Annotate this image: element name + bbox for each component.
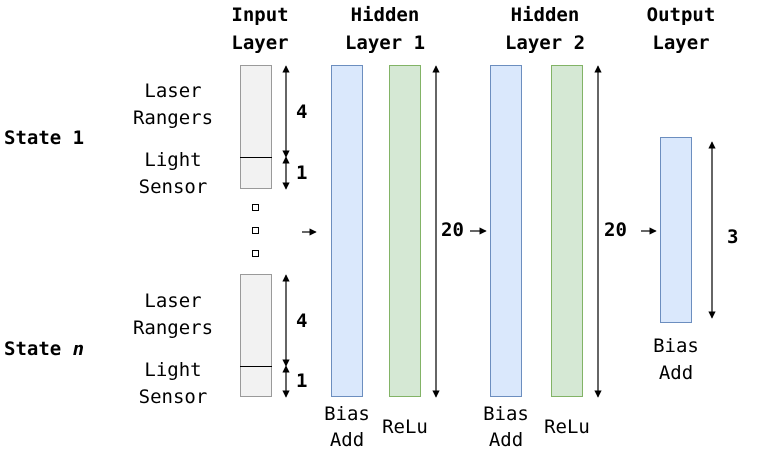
header-output-line1: Output <box>646 4 716 26</box>
input-vector-state-1 <box>240 65 272 189</box>
hidden-1-size: 20 <box>441 219 464 241</box>
hidden-2-add-line: Add <box>488 429 524 451</box>
header-hidden-1-line2: Layer 1 <box>344 32 426 54</box>
ellipsis-dot-1 <box>252 204 259 211</box>
hidden-2-bias-add-block <box>490 65 522 397</box>
header-hidden-1-line1: Hidden <box>350 4 420 26</box>
hidden-1-bias-line: Bias <box>324 403 370 425</box>
laser-size-n: 4 <box>296 310 308 332</box>
hidden-2-bias-add-label: Bias Add <box>471 405 541 450</box>
hidden-2-size: 20 <box>604 219 627 241</box>
output-bias-add-label: Bias Add <box>641 337 711 383</box>
laser-rangers-1-line2: Rangers <box>132 107 214 129</box>
header-input: Input Layer <box>220 6 300 53</box>
header-hidden-2-line2: Layer 2 <box>504 32 586 54</box>
light-sensor-1-line1: Light <box>144 149 202 171</box>
light-size-1: 1 <box>296 162 308 184</box>
state-n-label: State n <box>4 340 84 359</box>
output-add-line: Add <box>658 362 694 384</box>
state-1-label: State 1 <box>4 129 84 148</box>
hidden-1-relu-block <box>389 65 421 397</box>
laser-rangers-n-line1: Laser <box>144 290 202 312</box>
state-n-index: n <box>72 338 85 360</box>
light-sensor-n-line1: Light <box>144 359 202 381</box>
header-hidden-2: Hidden Layer 2 <box>490 6 600 53</box>
output-bias-line: Bias <box>653 335 699 357</box>
hidden-2-bias-line: Bias <box>483 403 529 425</box>
hidden-1-add-line: Add <box>329 429 365 451</box>
state-n-prefix: State <box>4 338 73 360</box>
light-size-n: 1 <box>296 370 308 392</box>
hidden-1-bias-add-block <box>331 65 363 397</box>
state-1-prefix: State <box>4 127 73 149</box>
hidden-1-relu-label: ReLu <box>382 416 428 438</box>
header-output-line2: Layer <box>652 32 710 54</box>
hidden-2-relu-block <box>551 65 583 397</box>
header-hidden-2-line1: Hidden <box>510 4 580 26</box>
hidden-1-bias-add-label: Bias Add <box>312 405 382 450</box>
laser-rangers-1-line1: Laser <box>144 80 202 102</box>
light-sensor-1-line2: Sensor <box>138 176 208 198</box>
ellipsis-dot-3 <box>252 250 259 257</box>
laser-rangers-label-1: Laser Rangers <box>118 82 228 128</box>
input-divider-state-1 <box>240 157 272 158</box>
output-bias-add-block <box>660 137 692 323</box>
state-1-index: 1 <box>72 127 85 149</box>
input-divider-state-n <box>240 366 272 367</box>
header-hidden-1: Hidden Layer 1 <box>330 6 440 53</box>
output-size: 3 <box>727 226 739 248</box>
laser-size-1: 4 <box>296 101 308 123</box>
light-sensor-label-1: Light Sensor <box>118 151 228 197</box>
laser-rangers-n-line2: Rangers <box>132 317 214 339</box>
header-input-line2: Layer <box>231 32 289 54</box>
header-input-line1: Input <box>231 4 289 26</box>
input-vector-state-n <box>240 274 272 397</box>
ellipsis-dot-2 <box>252 227 259 234</box>
header-output: Output Layer <box>631 6 731 53</box>
laser-rangers-label-n: Laser Rangers <box>118 292 228 338</box>
light-sensor-label-n: Light Sensor <box>118 361 228 407</box>
hidden-2-relu-label: ReLu <box>544 416 590 438</box>
light-sensor-n-line2: Sensor <box>138 386 208 408</box>
